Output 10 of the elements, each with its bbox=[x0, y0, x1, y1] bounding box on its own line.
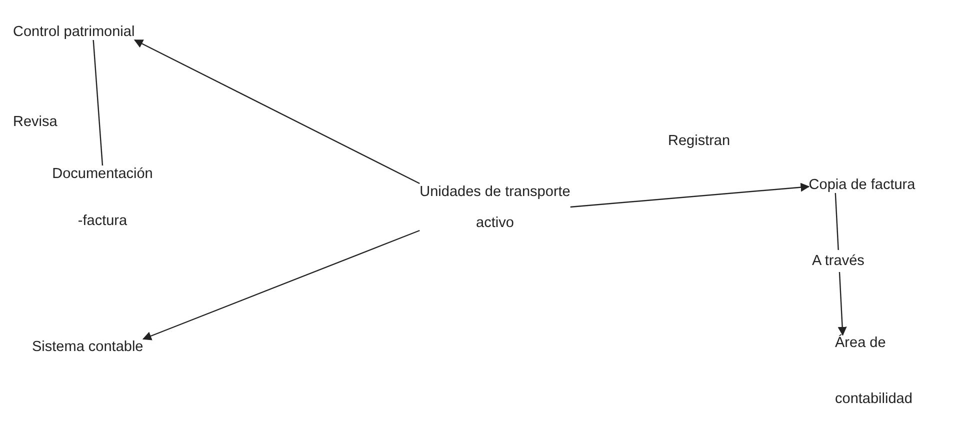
arrow bbox=[134, 39, 420, 184]
node-text: Área de contabilidad bbox=[835, 333, 914, 409]
node-text: Sistema contable bbox=[32, 338, 144, 357]
connector-line bbox=[92, 40, 104, 166]
arrow bbox=[570, 182, 810, 208]
node-text: Copia de factura bbox=[808, 176, 916, 195]
node-text: Documentación -factura bbox=[51, 164, 154, 230]
node-text: Control patrimonial bbox=[13, 23, 135, 42]
node-text: Unidades de transporte activo bbox=[418, 182, 572, 232]
arrow bbox=[142, 230, 420, 340]
